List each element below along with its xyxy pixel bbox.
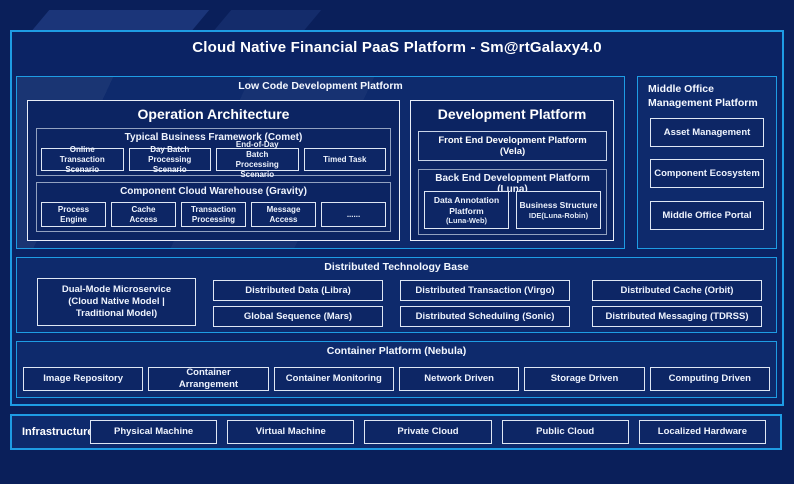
infrastructure-item-box: Virtual Machine	[227, 420, 355, 444]
distributed-base-section-label: Distributed Technology Base	[324, 261, 469, 273]
distributed-item-box: Distributed Scheduling (Sonic)	[400, 306, 570, 327]
diagonal-decoration	[30, 10, 210, 32]
middle-office-item-box: Component Ecosystem	[650, 159, 764, 188]
scenario-row: Online Transaction Scenario Day Batch Pr…	[41, 140, 386, 179]
low-code-platform-section: Low Code Development Platform Operation …	[16, 76, 625, 249]
component-box: Message Access	[251, 202, 316, 227]
container-item-box: Storage Driven	[524, 367, 645, 391]
infrastructure-item-box: Physical Machine	[90, 420, 218, 444]
diagonal-decoration	[212, 10, 322, 32]
development-platform-panel: Development Platform Front End Developme…	[410, 100, 614, 241]
back-end-item-box: Data Annotation Platform (Luna-Web)	[424, 191, 509, 229]
dual-mode-microservice-box: Dual-Mode Microservice (Cloud Native Mod…	[37, 278, 196, 326]
component-box: ......	[321, 202, 386, 227]
operation-architecture-panel: Operation Architecture Typical Business …	[27, 100, 400, 241]
container-item-box: Container Monitoring	[273, 367, 394, 391]
middle-office-item-box: Middle Office Portal	[650, 201, 764, 230]
back-end-item-sub: IDE(Luna-Robin)	[528, 210, 589, 220]
page-title: Cloud Native Financial PaaS Platform - S…	[192, 39, 602, 56]
component-box: Process Engine	[41, 202, 106, 227]
container-item-box: Container Arrangement	[148, 367, 269, 391]
middle-office-section: Middle Office Management Platform Asset …	[637, 76, 777, 249]
infrastructure-item-box: Localized Hardware	[638, 420, 767, 444]
scenario-box: Timed Task	[303, 148, 386, 171]
distributed-item-box: Distributed Messaging (TDRSS)	[592, 306, 762, 327]
scenario-box: Day Batch Processing Scenario	[128, 145, 211, 174]
infrastructure-item-box: Public Cloud	[501, 420, 629, 444]
component-warehouse-group: Component Cloud Warehouse (Gravity) Proc…	[36, 182, 391, 232]
scenario-box: Online Transaction Scenario	[41, 145, 124, 174]
component-box: Cache Access	[111, 202, 176, 227]
operation-architecture-title: Operation Architecture	[137, 106, 290, 122]
container-platform-section-label: Container Platform (Nebula)	[326, 345, 467, 357]
typical-business-framework-group: Typical Business Framework (Comet) Onlin…	[36, 128, 391, 179]
platform-frame: Cloud Native Financial PaaS Platform - S…	[10, 30, 784, 406]
distributed-item-box: Global Sequence (Mars)	[213, 306, 383, 327]
distributed-item-box: Distributed Cache (Orbit)	[592, 280, 762, 301]
component-box: Transaction Processing	[181, 202, 246, 227]
distributed-base-section: Distributed Technology Base Dual-Mode Mi…	[16, 257, 777, 333]
front-end-platform-box: Front End Development Platform (Vela)	[418, 131, 607, 161]
back-end-item-sub: (Luna-Web)	[445, 215, 488, 225]
container-item-box: Computing Driven	[649, 367, 770, 391]
infrastructure-label: Infrastructure	[22, 426, 94, 438]
back-end-platform-label: Back End Development Platform (Luna)	[435, 173, 590, 195]
scenario-box: End-of-Day Batch Processing Scenario	[216, 140, 299, 179]
distributed-item-box: Distributed Data (Libra)	[213, 280, 383, 301]
back-end-row: Data Annotation Platform (Luna-Web) Busi…	[424, 191, 601, 229]
infrastructure-section: Infrastructure Physical Machine Virtual …	[10, 414, 782, 450]
distributed-item-box: Distributed Transaction (Virgo)	[400, 280, 570, 301]
development-platform-title: Development Platform	[437, 106, 587, 122]
container-item-box: Image Repository	[23, 367, 144, 391]
container-item-box: Network Driven	[398, 367, 520, 391]
back-end-platform-group: Back End Development Platform (Luna) Dat…	[418, 169, 607, 235]
low-code-section-label: Low Code Development Platform	[238, 80, 403, 92]
component-warehouse-label: Component Cloud Warehouse (Gravity)	[120, 186, 307, 197]
infrastructure-row: Physical Machine Virtual Machine Private…	[90, 420, 767, 444]
infrastructure-item-box: Private Cloud	[364, 420, 492, 444]
back-end-item-name: Data Annotation Platform	[433, 195, 500, 216]
middle-office-section-label: Middle Office Management Platform	[648, 83, 758, 109]
back-end-item-box: Business Structure IDE(Luna-Robin)	[516, 191, 601, 229]
component-row: Process Engine Cache Access Transaction …	[41, 202, 386, 227]
back-end-item-name: Business Structure	[519, 200, 598, 211]
middle-office-item-box: Asset Management	[650, 118, 764, 147]
typical-business-framework-label: Typical Business Framework (Comet)	[124, 132, 303, 143]
container-row: Image Repository Container Arrangement C…	[23, 367, 770, 391]
container-platform-section: Container Platform (Nebula) Image Reposi…	[16, 341, 777, 398]
